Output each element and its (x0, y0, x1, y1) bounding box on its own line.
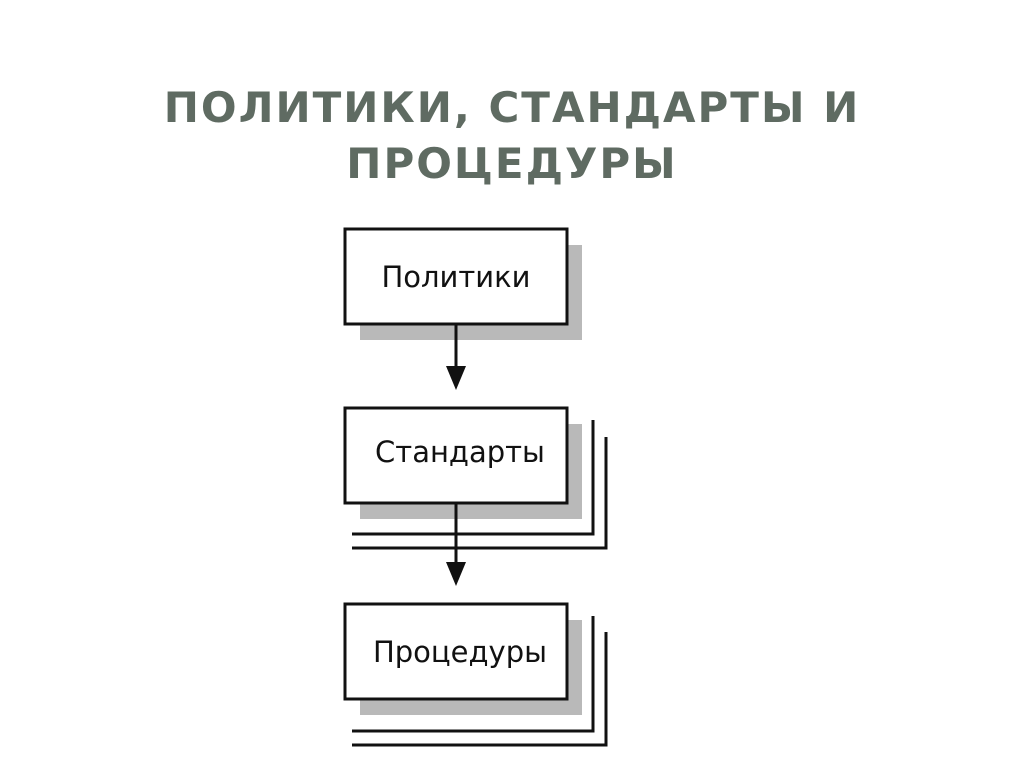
arrow-standards-to-procedures (446, 503, 466, 586)
node-procedures-label: Процедуры (373, 635, 547, 669)
node-procedures-stack-line-inner (352, 616, 595, 733)
node-standards-stack-line-outer (352, 437, 608, 550)
node-standards-label: Стандарты (375, 435, 545, 469)
node-policies-label: Политики (381, 260, 530, 294)
node-standards: Стандарты (343, 406, 608, 550)
node-policies-box (343, 227, 569, 326)
node-procedures-box (343, 602, 569, 701)
arrow-head (446, 366, 466, 390)
node-policies: Политики (343, 227, 582, 340)
title-line-1: ПОЛИТИКИ, СТАНДАРТЫ И (163, 83, 861, 133)
node-standards-stack-line-inner (352, 420, 595, 536)
slide-title: ПОЛИТИКИ, СТАНДАРТЫ И ПРОЦЕДУРЫ (0, 80, 1024, 192)
arrow-head (446, 562, 466, 586)
title-line-2: ПРОЦЕДУРЫ (346, 139, 678, 189)
node-procedures: Процедуры (343, 602, 608, 747)
arrow-policies-to-standards (446, 324, 466, 390)
node-procedures-stack-line-outer (352, 632, 608, 747)
